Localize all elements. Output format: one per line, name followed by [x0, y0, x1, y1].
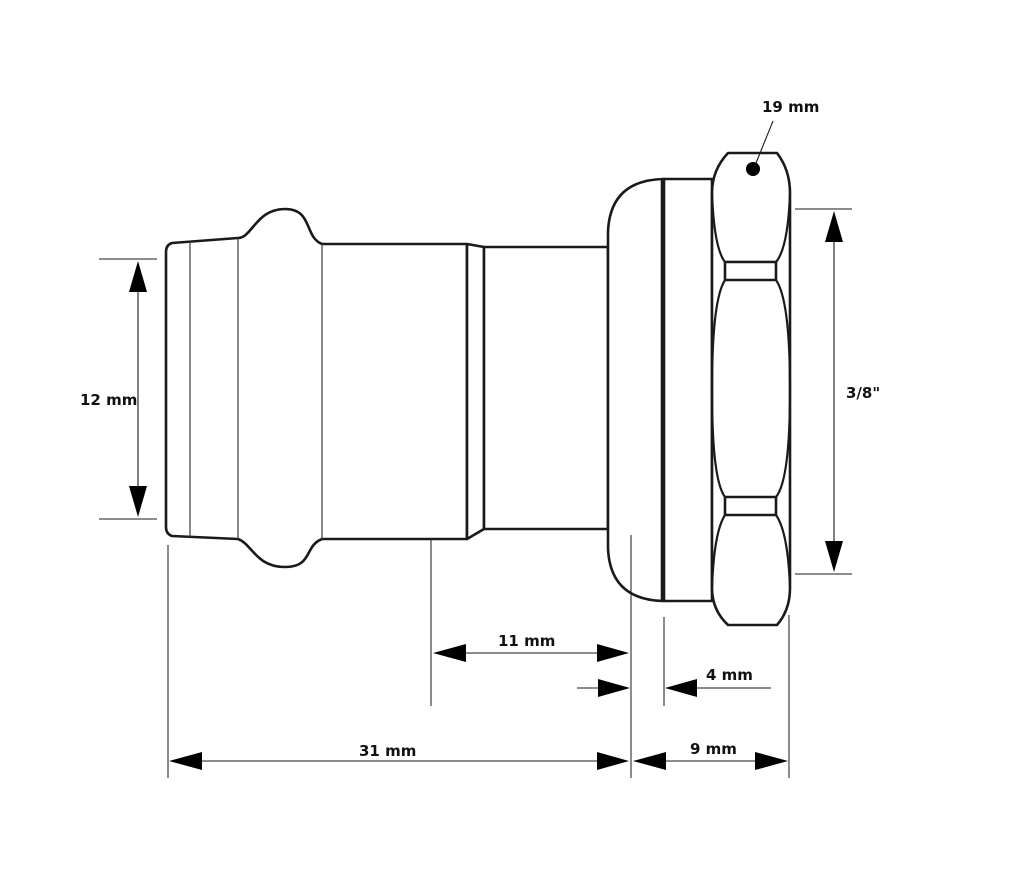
arrow-head-left — [665, 679, 697, 697]
arrow-head-left — [633, 752, 666, 770]
dimension-nut-length: 9 mm — [633, 740, 788, 770]
dimension-wrench-size: 19 mm — [746, 98, 819, 176]
dimension-total-length: 31 mm — [169, 742, 629, 770]
dimension-label: 9 mm — [690, 740, 737, 758]
dimension-flange-width: 4 mm — [577, 666, 771, 697]
arrow-head-up — [129, 261, 147, 292]
dimension-label: 19 mm — [762, 98, 819, 116]
flange — [662, 177, 714, 603]
nut-band-top — [723, 260, 778, 282]
leader-line — [753, 120, 774, 169]
collar — [606, 177, 666, 603]
dimension-label: 4 mm — [706, 666, 753, 684]
hex-nut — [710, 151, 792, 627]
arrow-head-up — [825, 211, 843, 242]
arrow-head-right — [597, 752, 629, 770]
dimension-pipe-diameter: 12 mm — [80, 258, 157, 520]
nut-facet-middle — [710, 279, 792, 498]
arrow-head-down — [825, 541, 843, 572]
arrow-head-right — [598, 679, 630, 697]
arrow-head-down — [129, 486, 147, 517]
arrow-head-left — [433, 644, 466, 662]
dimension-label: 3/8" — [846, 384, 880, 402]
nut-facet-bottom — [710, 514, 792, 589]
arrow-head-right — [755, 752, 788, 770]
press-sleeve — [164, 207, 469, 569]
arrow-head-right — [597, 644, 629, 662]
transition-step — [465, 242, 486, 541]
extension-lines — [167, 535, 790, 778]
dimension-label: 11 mm — [498, 632, 555, 650]
dimension-thread-size: 3/8" — [795, 208, 880, 575]
arrow-head-left — [169, 752, 202, 770]
press-fitting-body — [164, 151, 792, 627]
nut-band-bottom — [723, 495, 778, 517]
dimension-label: 12 mm — [80, 391, 137, 409]
leader-dot — [746, 162, 760, 176]
dimension-press-length: 11 mm — [433, 632, 629, 662]
neck — [482, 245, 610, 531]
dimension-label: 31 mm — [359, 742, 416, 760]
